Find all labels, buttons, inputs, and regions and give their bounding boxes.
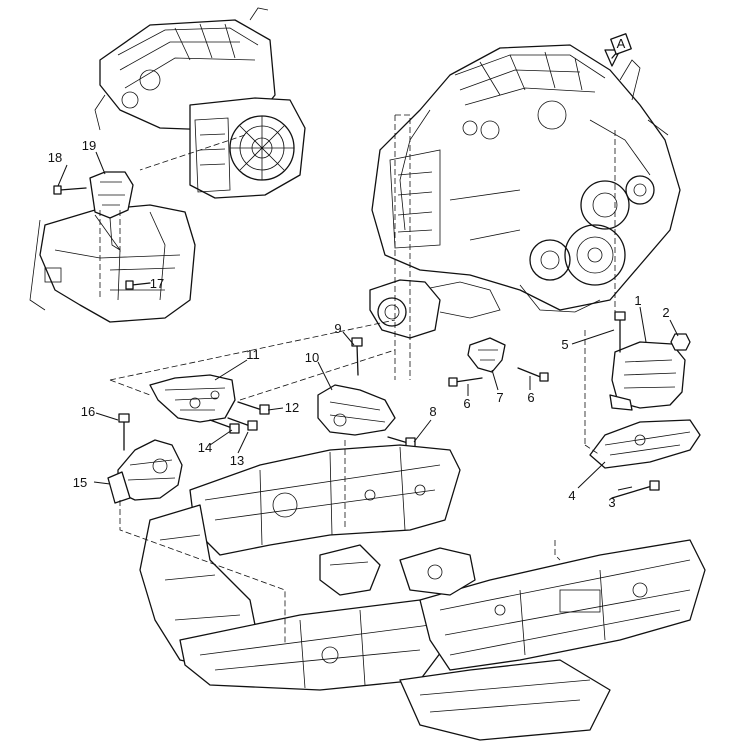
left-mount-bracket: [149, 374, 236, 423]
callout-14: 14: [198, 440, 212, 455]
right-mount-bracket: [317, 384, 396, 436]
bolt-13: [227, 417, 258, 431]
leader-lines: [57, 151, 679, 491]
inset-engine-mount: [89, 171, 134, 251]
callout-10: 10: [305, 350, 319, 365]
bolt-6b: [517, 367, 549, 382]
callout-7: 7: [496, 390, 503, 405]
bolt-3: [611, 480, 660, 499]
transfer-case-output: [369, 279, 501, 339]
bolt-5: [614, 311, 626, 353]
bolt-6a: [448, 377, 483, 387]
callout-2: 2: [662, 305, 669, 320]
callout-5: 5: [561, 337, 568, 352]
bolt-9: [351, 337, 363, 376]
callout-4: 4: [568, 488, 575, 503]
callout-12: 12: [285, 400, 299, 415]
inset-bolt-18: [53, 185, 87, 195]
callout-labels: 1 2 3 4 5 6 6 7 8 9 10 11 12 13 14 15 16…: [48, 138, 670, 510]
callout-6b: 6: [527, 390, 534, 405]
callout-8: 8: [429, 404, 436, 419]
bolt-16: [118, 413, 130, 451]
inset-bolt-17: [125, 280, 151, 290]
callout-18: 18: [48, 150, 62, 165]
alignment-lines: [99, 114, 616, 645]
callout-15: 15: [73, 475, 87, 490]
callout-17: 17: [150, 276, 164, 291]
left-engine-mount: [107, 439, 183, 504]
nut-2: [670, 333, 691, 351]
callout-19: 19: [82, 138, 96, 153]
callout-16: 16: [81, 404, 95, 419]
inset-frame-bracket: [29, 204, 196, 323]
main-engine: [371, 44, 681, 313]
chassis-frame: [139, 444, 706, 741]
callout-13: 13: [230, 453, 244, 468]
callout-6a: 6: [463, 396, 470, 411]
view-arrow: A: [604, 33, 632, 67]
mount-bracket-7: [467, 337, 506, 373]
callout-1: 1: [634, 293, 641, 308]
callout-3: 3: [608, 495, 615, 510]
view-marker-label: A: [617, 36, 626, 51]
callout-9: 9: [334, 321, 341, 336]
right-engine-mount: [609, 341, 686, 411]
right-frame-bracket: [589, 419, 701, 469]
bolt-12: [237, 401, 270, 415]
bolt-14: [209, 419, 240, 434]
callout-11: 11: [246, 347, 260, 362]
inset-engine-transmission: [94, 7, 306, 199]
